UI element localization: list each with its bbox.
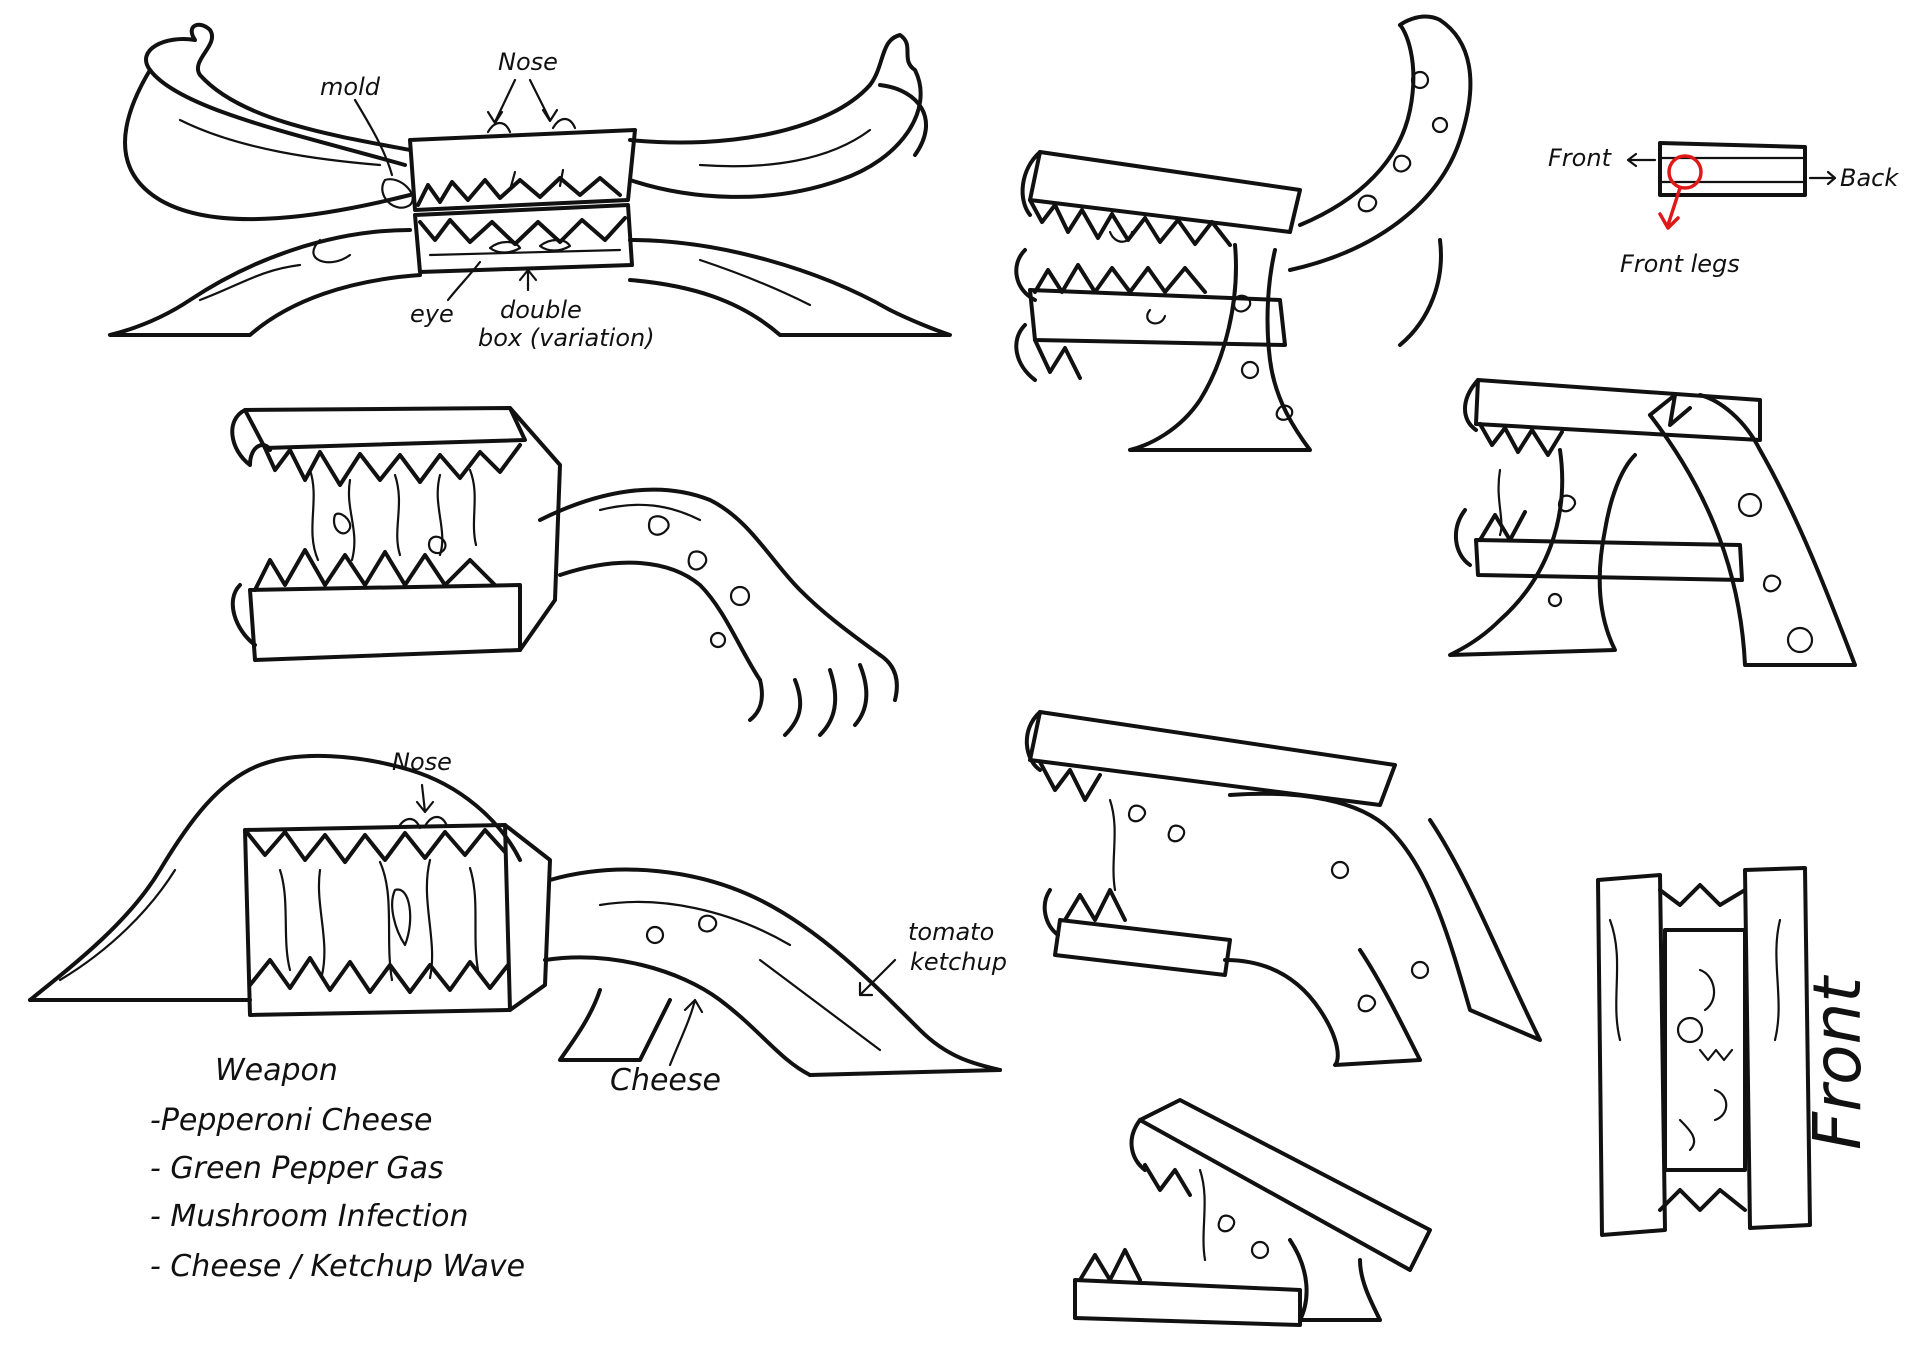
weapon-item-4: - Cheese / Ketchup Wave bbox=[150, 1249, 525, 1284]
label-nose-bottom: Nose bbox=[392, 748, 452, 776]
label-eye: eye bbox=[410, 300, 454, 328]
weapon-item-2: - Green Pepper Gas bbox=[150, 1151, 444, 1186]
sketch1-annotations bbox=[353, 78, 559, 302]
sketch-tilted-box-monster bbox=[1073, 1098, 1432, 1327]
weapon-item-3: - Mushroom Infection bbox=[150, 1199, 469, 1234]
double-box-pointer bbox=[518, 268, 538, 292]
sketch-stump-monster bbox=[1014, 14, 1473, 452]
nose-pointer-bottom bbox=[415, 783, 435, 814]
front-legs-arrow bbox=[1658, 186, 1682, 230]
nose-pointer-right bbox=[528, 78, 552, 122]
sketch-front-view bbox=[1596, 866, 1812, 1237]
eye-pointer bbox=[446, 260, 482, 302]
weapon-item-1: -Pepperoni Cheese bbox=[150, 1103, 432, 1138]
label-front-diagram: Front bbox=[1548, 144, 1613, 172]
nose-pointer-left bbox=[493, 78, 517, 124]
label-double-box-line2: box (variation) bbox=[478, 324, 655, 352]
label-mold: mold bbox=[320, 73, 381, 101]
sketch-two-leg-monster bbox=[1448, 378, 1857, 667]
cheese-pointer bbox=[668, 998, 704, 1067]
label-nose-top: Nose bbox=[498, 48, 558, 76]
sketch3-annotations bbox=[415, 783, 897, 1067]
orientation-diagram bbox=[1626, 141, 1837, 230]
label-front-legs: Front legs bbox=[1620, 250, 1740, 278]
label-back-diagram: Back bbox=[1840, 164, 1899, 192]
sketch-arch-neck-monster bbox=[1024, 710, 1542, 1067]
label-cheese: Cheese bbox=[610, 1063, 721, 1098]
sketch-side-view-monster bbox=[28, 753, 1002, 1077]
weapon-title: Weapon bbox=[215, 1053, 338, 1088]
label-tomato-line1: tomato bbox=[908, 918, 994, 946]
sketch-double-box-monster bbox=[108, 22, 952, 337]
weapon-list: Weapon -Pepperoni Cheese - Green Pepper … bbox=[150, 1053, 525, 1284]
label-front-view: Front bbox=[1799, 975, 1876, 1150]
front-legs-marker bbox=[1667, 154, 1703, 190]
tomato-pointer bbox=[858, 958, 897, 997]
sketch-clawed-arm-monster bbox=[230, 406, 899, 737]
label-tomato-line2: ketchup bbox=[910, 948, 1007, 976]
mold-pointer bbox=[353, 98, 394, 177]
label-double-box-line1: double bbox=[500, 296, 582, 324]
